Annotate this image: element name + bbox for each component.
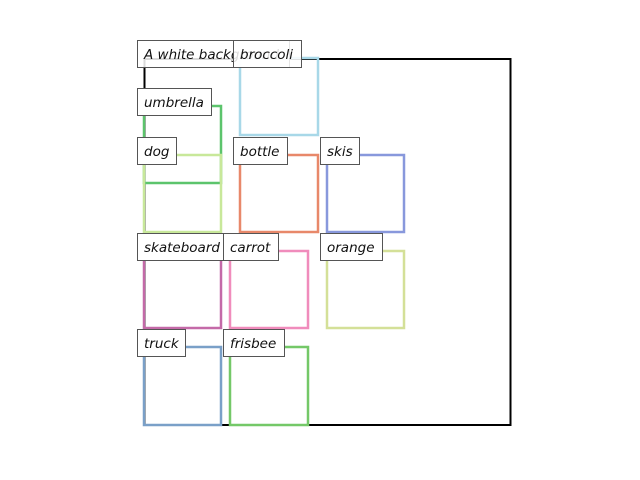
label-dog: dog xyxy=(137,137,177,165)
label-text-dog: dog xyxy=(144,144,170,160)
label-carrot: carrot xyxy=(223,233,279,261)
label-text-carrot: carrot xyxy=(230,240,271,256)
label-text-frisbee: frisbee xyxy=(230,336,276,352)
box-dog xyxy=(142,153,223,234)
box-frisbee xyxy=(228,345,310,427)
box-bottle xyxy=(238,153,320,234)
label-orange: orange xyxy=(320,233,383,261)
box-orange xyxy=(325,249,406,330)
box-carrot xyxy=(228,249,310,330)
label-text-bottle: bottle xyxy=(240,144,279,160)
label-frisbee: frisbee xyxy=(223,329,285,357)
label-text-skateboard: skateboard xyxy=(144,240,220,256)
label-broccoli: broccoli xyxy=(233,40,302,68)
box-truck xyxy=(142,345,223,427)
box-skis xyxy=(325,153,406,234)
label-text-truck: truck xyxy=(144,336,180,352)
box-skateboard xyxy=(142,249,223,330)
label-truck: truck xyxy=(137,329,186,357)
label-skateboard: skateboard xyxy=(137,233,229,261)
label-text-broccoli: broccoli xyxy=(240,47,293,63)
label-skis: skis xyxy=(320,137,360,165)
label-umbrella: umbrella xyxy=(137,88,212,116)
label-text-umbrella: umbrella xyxy=(144,95,204,111)
label-text-orange: orange xyxy=(327,240,375,256)
label-text-skis: skis xyxy=(327,144,353,160)
label-bottle: bottle xyxy=(233,137,288,165)
box-broccoli xyxy=(238,56,320,137)
